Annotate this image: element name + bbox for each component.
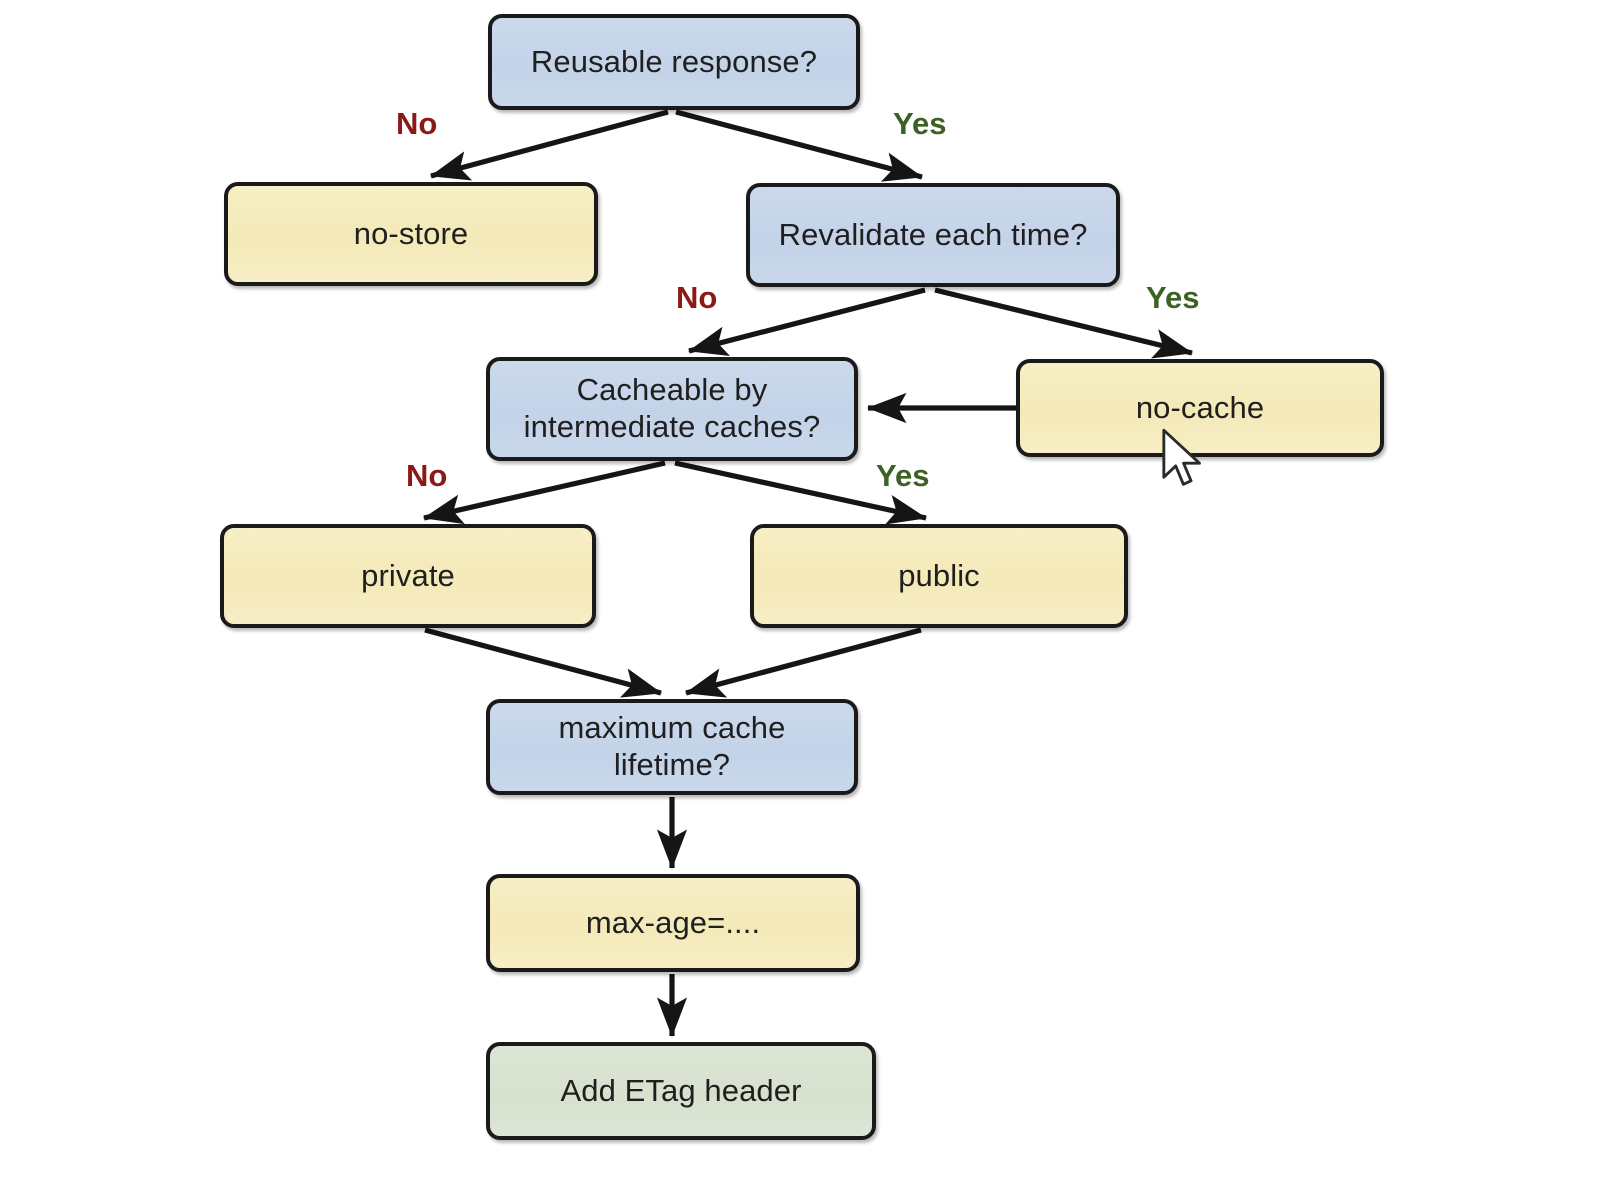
node-private[interactable]: private (220, 524, 596, 628)
edge-reusable-yes-revalidate (675, 109, 924, 182)
node-public[interactable]: public (750, 524, 1128, 628)
edge-label-cacheable-yes: Yes (876, 458, 930, 493)
node-label: Revalidate each time? (778, 216, 1088, 252)
edge-revalidate-no-cacheable (687, 287, 926, 356)
node-label: no-store (353, 215, 469, 251)
edge-label-cacheable-no: No (406, 458, 448, 493)
node-label: no-cache (1135, 389, 1265, 425)
edge-label-revalidate-no: No (676, 280, 718, 315)
node-no-cache[interactable]: no-cache (1016, 359, 1384, 457)
node-label: max-age=.... (585, 904, 761, 940)
node-label: private (361, 557, 455, 593)
node-reusable-response[interactable]: Reusable response? (488, 14, 860, 110)
edge-label-revalidate-yes: Yes (1146, 280, 1200, 315)
node-no-store[interactable]: no-store (224, 182, 598, 286)
edge-reusable-no-store (429, 109, 669, 181)
edge-label-reusable-no: No (396, 106, 438, 141)
edge-cacheable-no-private (422, 460, 666, 525)
node-max-age[interactable]: max-age=.... (486, 874, 860, 972)
node-label: public (898, 557, 980, 593)
edge-private-max-life (424, 627, 663, 698)
edge-label-reusable-yes: Yes (893, 106, 947, 141)
node-label: Reusable response? (530, 43, 818, 79)
edge-public-max-life (684, 627, 922, 698)
node-label: Add ETag header (560, 1072, 802, 1108)
node-revalidate-each-time[interactable]: Revalidate each time? (746, 183, 1120, 287)
node-add-etag-header[interactable]: Add ETag header (486, 1042, 876, 1140)
